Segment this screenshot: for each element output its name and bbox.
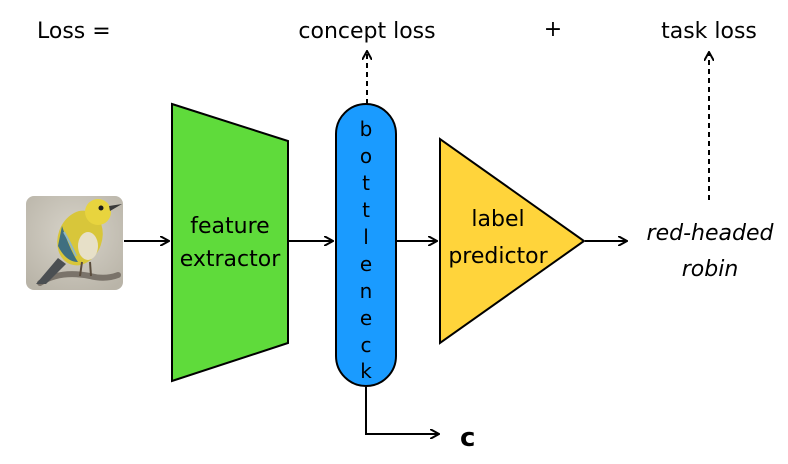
bottleneck-letter: c xyxy=(361,333,372,357)
bottleneck-letter: k xyxy=(360,359,372,383)
arrow-bottleneck-to-concepts xyxy=(365,387,438,434)
concept-loss-label: concept loss xyxy=(298,19,435,44)
bottleneck-letter: e xyxy=(360,306,372,330)
bottleneck-letter: b xyxy=(360,117,373,141)
bottleneck-letter: e xyxy=(360,252,372,276)
label-predictor-label-line1: label xyxy=(471,207,524,232)
bird-photo-icon xyxy=(26,196,123,290)
bottleneck-letter: n xyxy=(360,279,373,303)
bottleneck-letter: o xyxy=(360,144,372,168)
bottleneck-label: b o t t l e n e c k xyxy=(360,117,373,383)
feature-extractor-label-line1: feature xyxy=(190,214,269,239)
feature-extractor-block xyxy=(171,102,289,383)
concepts-output-label: c xyxy=(460,423,475,453)
bottleneck-block xyxy=(335,103,397,387)
bottleneck-letter: t xyxy=(362,171,370,195)
label-predictor-block xyxy=(439,137,586,345)
task-loss-label: task loss xyxy=(661,19,757,44)
output-label-line2: robin xyxy=(682,257,739,282)
feature-extractor-label-line2: extractor xyxy=(180,247,282,272)
output-label-line1: red-headed xyxy=(647,221,775,246)
bottleneck-letter: l xyxy=(363,225,369,249)
plus-sign: + xyxy=(544,17,562,42)
bottleneck-letter: t xyxy=(362,198,370,222)
label-predictor-label-line2: predictor xyxy=(448,244,548,269)
loss-label: Loss = xyxy=(37,19,111,44)
